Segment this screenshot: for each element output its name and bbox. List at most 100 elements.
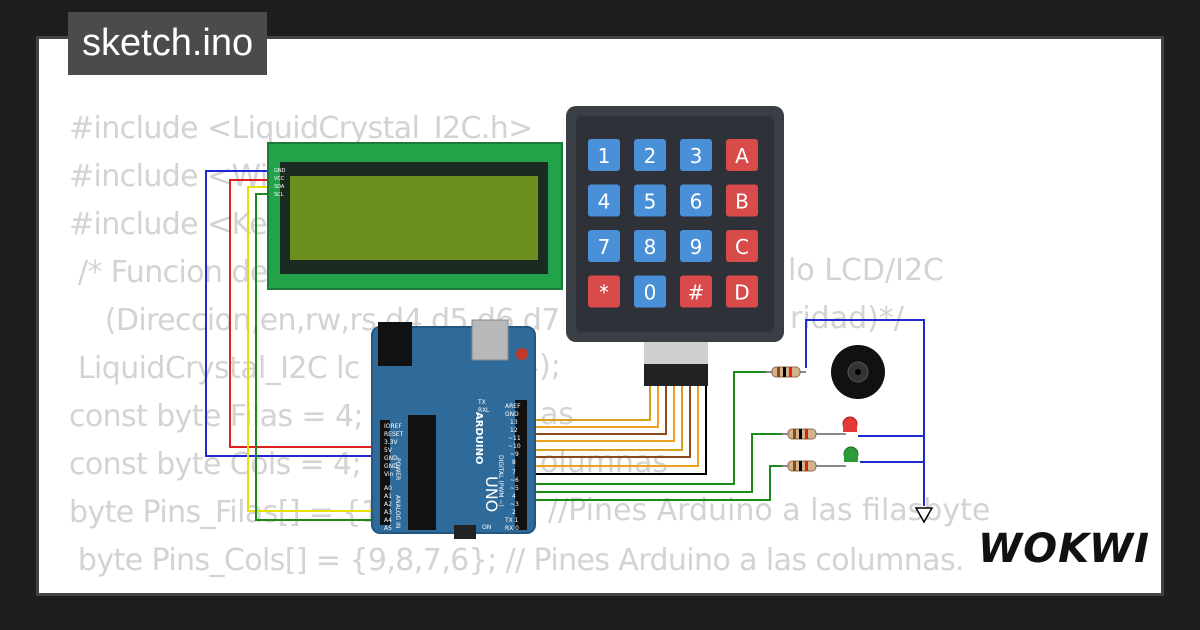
arduino-pin-label: A4 <box>384 517 392 524</box>
keypad-key-label: # <box>688 281 705 305</box>
arduino-pin-label: ~3 <box>510 501 519 508</box>
wire-vcc <box>229 179 380 448</box>
keypad-key-label: * <box>599 281 609 305</box>
arduino-pin-label: A0 <box>384 485 392 492</box>
arduino-pin-label: A3 <box>384 509 392 516</box>
keypad-key-label: 2 <box>644 144 657 168</box>
code-line: #include <LiquidCrystal_I2C.h> <box>69 111 533 146</box>
keypad-key-label: A <box>735 144 749 168</box>
code-line: /* Funcion de <box>69 255 268 290</box>
arduino-pin-label: 4 <box>512 493 516 500</box>
gnd-wire <box>805 319 925 506</box>
wokwi-logo: WOKWI <box>978 526 1151 572</box>
arduino-pin-label: ~11 <box>508 435 521 442</box>
keypad-key-9[interactable]: 9 <box>680 230 712 262</box>
arduino-pin-label: 8 <box>512 459 516 466</box>
ground-symbol-icon <box>914 507 934 524</box>
code-fragment: lo LCD/I2C <box>788 253 944 288</box>
lcd-module[interactable]: GND VCC SDA SCL <box>267 142 563 290</box>
led-red[interactable] <box>830 416 858 435</box>
keypad-key-4[interactable]: 4 <box>588 184 620 217</box>
code-background: #include <LiquidCrystal_I2C.h> #include … <box>69 105 965 593</box>
keypad-key-5[interactable]: 5 <box>634 184 666 217</box>
keypad-key-7[interactable]: 7 <box>588 230 620 262</box>
resistor[interactable] <box>782 428 830 440</box>
keypad-key-label: 7 <box>598 235 611 259</box>
arduino-pin-label: RX 0 <box>505 525 519 532</box>
arduino-pin-label: A2 <box>384 501 392 508</box>
keypad-key-2[interactable]: 2 <box>634 139 666 171</box>
keypad-key-label: C <box>735 235 749 259</box>
lcd-pin-label: SDA <box>274 184 285 190</box>
arduino-pin-label: 5V <box>384 447 393 454</box>
lcd-pin-label: VCC <box>274 176 285 182</box>
keypad-key-*[interactable]: * <box>588 275 620 308</box>
wire-gnd <box>205 170 380 457</box>
arduino-pin-label: GND <box>384 455 398 462</box>
arduino-uno[interactable]: IOREF RESET 3.3V 5V GND GND Vin A0 A1 A2… <box>371 319 536 539</box>
buzzer-icon[interactable] <box>831 345 885 399</box>
arduino-pin-label: 7 <box>512 469 516 476</box>
led-green-wire <box>530 465 782 501</box>
keypad-key-label: B <box>735 190 749 214</box>
arduino-pin-label: 3.3V <box>384 439 399 446</box>
keypad-key-1[interactable]: 1 <box>588 139 620 171</box>
resistor[interactable] <box>782 460 830 472</box>
arduino-pin-label: TX 1 <box>504 517 519 524</box>
wire-scl <box>255 193 380 521</box>
arduino-pin-label: ~5 <box>510 485 519 492</box>
arduino-on-label: ON <box>482 524 491 531</box>
keypad-key-B[interactable]: B <box>726 184 758 217</box>
keypad-key-label: 3 <box>690 144 703 168</box>
arduino-rx-label: RX <box>478 407 486 414</box>
lcd-pin-label: GND <box>274 168 286 174</box>
led-green[interactable] <box>830 446 859 467</box>
keypad-key-A[interactable]: A <box>726 139 758 171</box>
lcd-pin-label: SCL <box>274 192 284 198</box>
arduino-pin-label: GND <box>505 411 519 418</box>
keypad-key-0[interactable]: 0 <box>634 275 666 308</box>
led-red-wire <box>530 433 782 493</box>
arduino-board-label: UNO <box>482 476 501 512</box>
keypad-key-label: 9 <box>690 235 703 259</box>
sketch-file-tab[interactable]: sketch.ino <box>68 12 268 75</box>
keypad-wire <box>530 385 683 451</box>
code-line: byte Pins_Cols[] = {9,8,7,6}; // Pines A… <box>69 543 965 578</box>
arduino-pin-label: 12 <box>510 427 518 434</box>
keypad-wire <box>530 385 699 467</box>
keypad-key-#[interactable]: # <box>680 275 712 308</box>
arduino-pin-label: GND <box>384 463 398 470</box>
code-line: LiquidCrystal_I2C lc <box>69 351 361 386</box>
resistor[interactable] <box>766 366 806 378</box>
arduino-power-label: POWER <box>394 458 401 480</box>
arduino-pin-label: Vin <box>384 471 394 478</box>
keypad-key-C[interactable]: C <box>726 230 758 262</box>
arduino-pin-label: 13 <box>510 419 518 426</box>
arduino-analog-label: ANALOG IN <box>394 495 401 528</box>
keypad-wire <box>530 385 691 458</box>
keypad-key-label: 5 <box>644 190 657 214</box>
keypad-key-label: 0 <box>644 281 657 305</box>
keypad-wire <box>530 385 651 421</box>
keypad-key-label: 8 <box>644 235 657 259</box>
keypad-key-label: 4 <box>598 190 611 214</box>
buzzer-signal-wire <box>530 371 770 485</box>
code-line: const byte Filas = 4; <box>69 399 364 434</box>
arduino-pin-label: AREF <box>505 403 521 410</box>
keypad-wire <box>530 385 707 475</box>
arduino-l-label: L <box>486 407 490 414</box>
keypad-key-3[interactable]: 3 <box>680 139 712 171</box>
keypad-key-8[interactable]: 8 <box>634 230 666 262</box>
code-line: Keypad <box>69 585 964 593</box>
keypad-key-D[interactable]: D <box>726 275 758 308</box>
code-line: #include <Wi <box>69 159 268 194</box>
keypad-key-6[interactable]: 6 <box>680 184 712 217</box>
code-line: byte Pins_Filas[] = {1 <box>69 495 380 530</box>
arduino-pin-label: ~10 <box>508 443 521 450</box>
keypad-wire <box>530 385 675 442</box>
keypad-key-label: 1 <box>598 144 611 168</box>
keypad-key-label: D <box>734 281 749 305</box>
arduino-digital-label: DIGITAL (PWM ~) <box>497 455 504 507</box>
